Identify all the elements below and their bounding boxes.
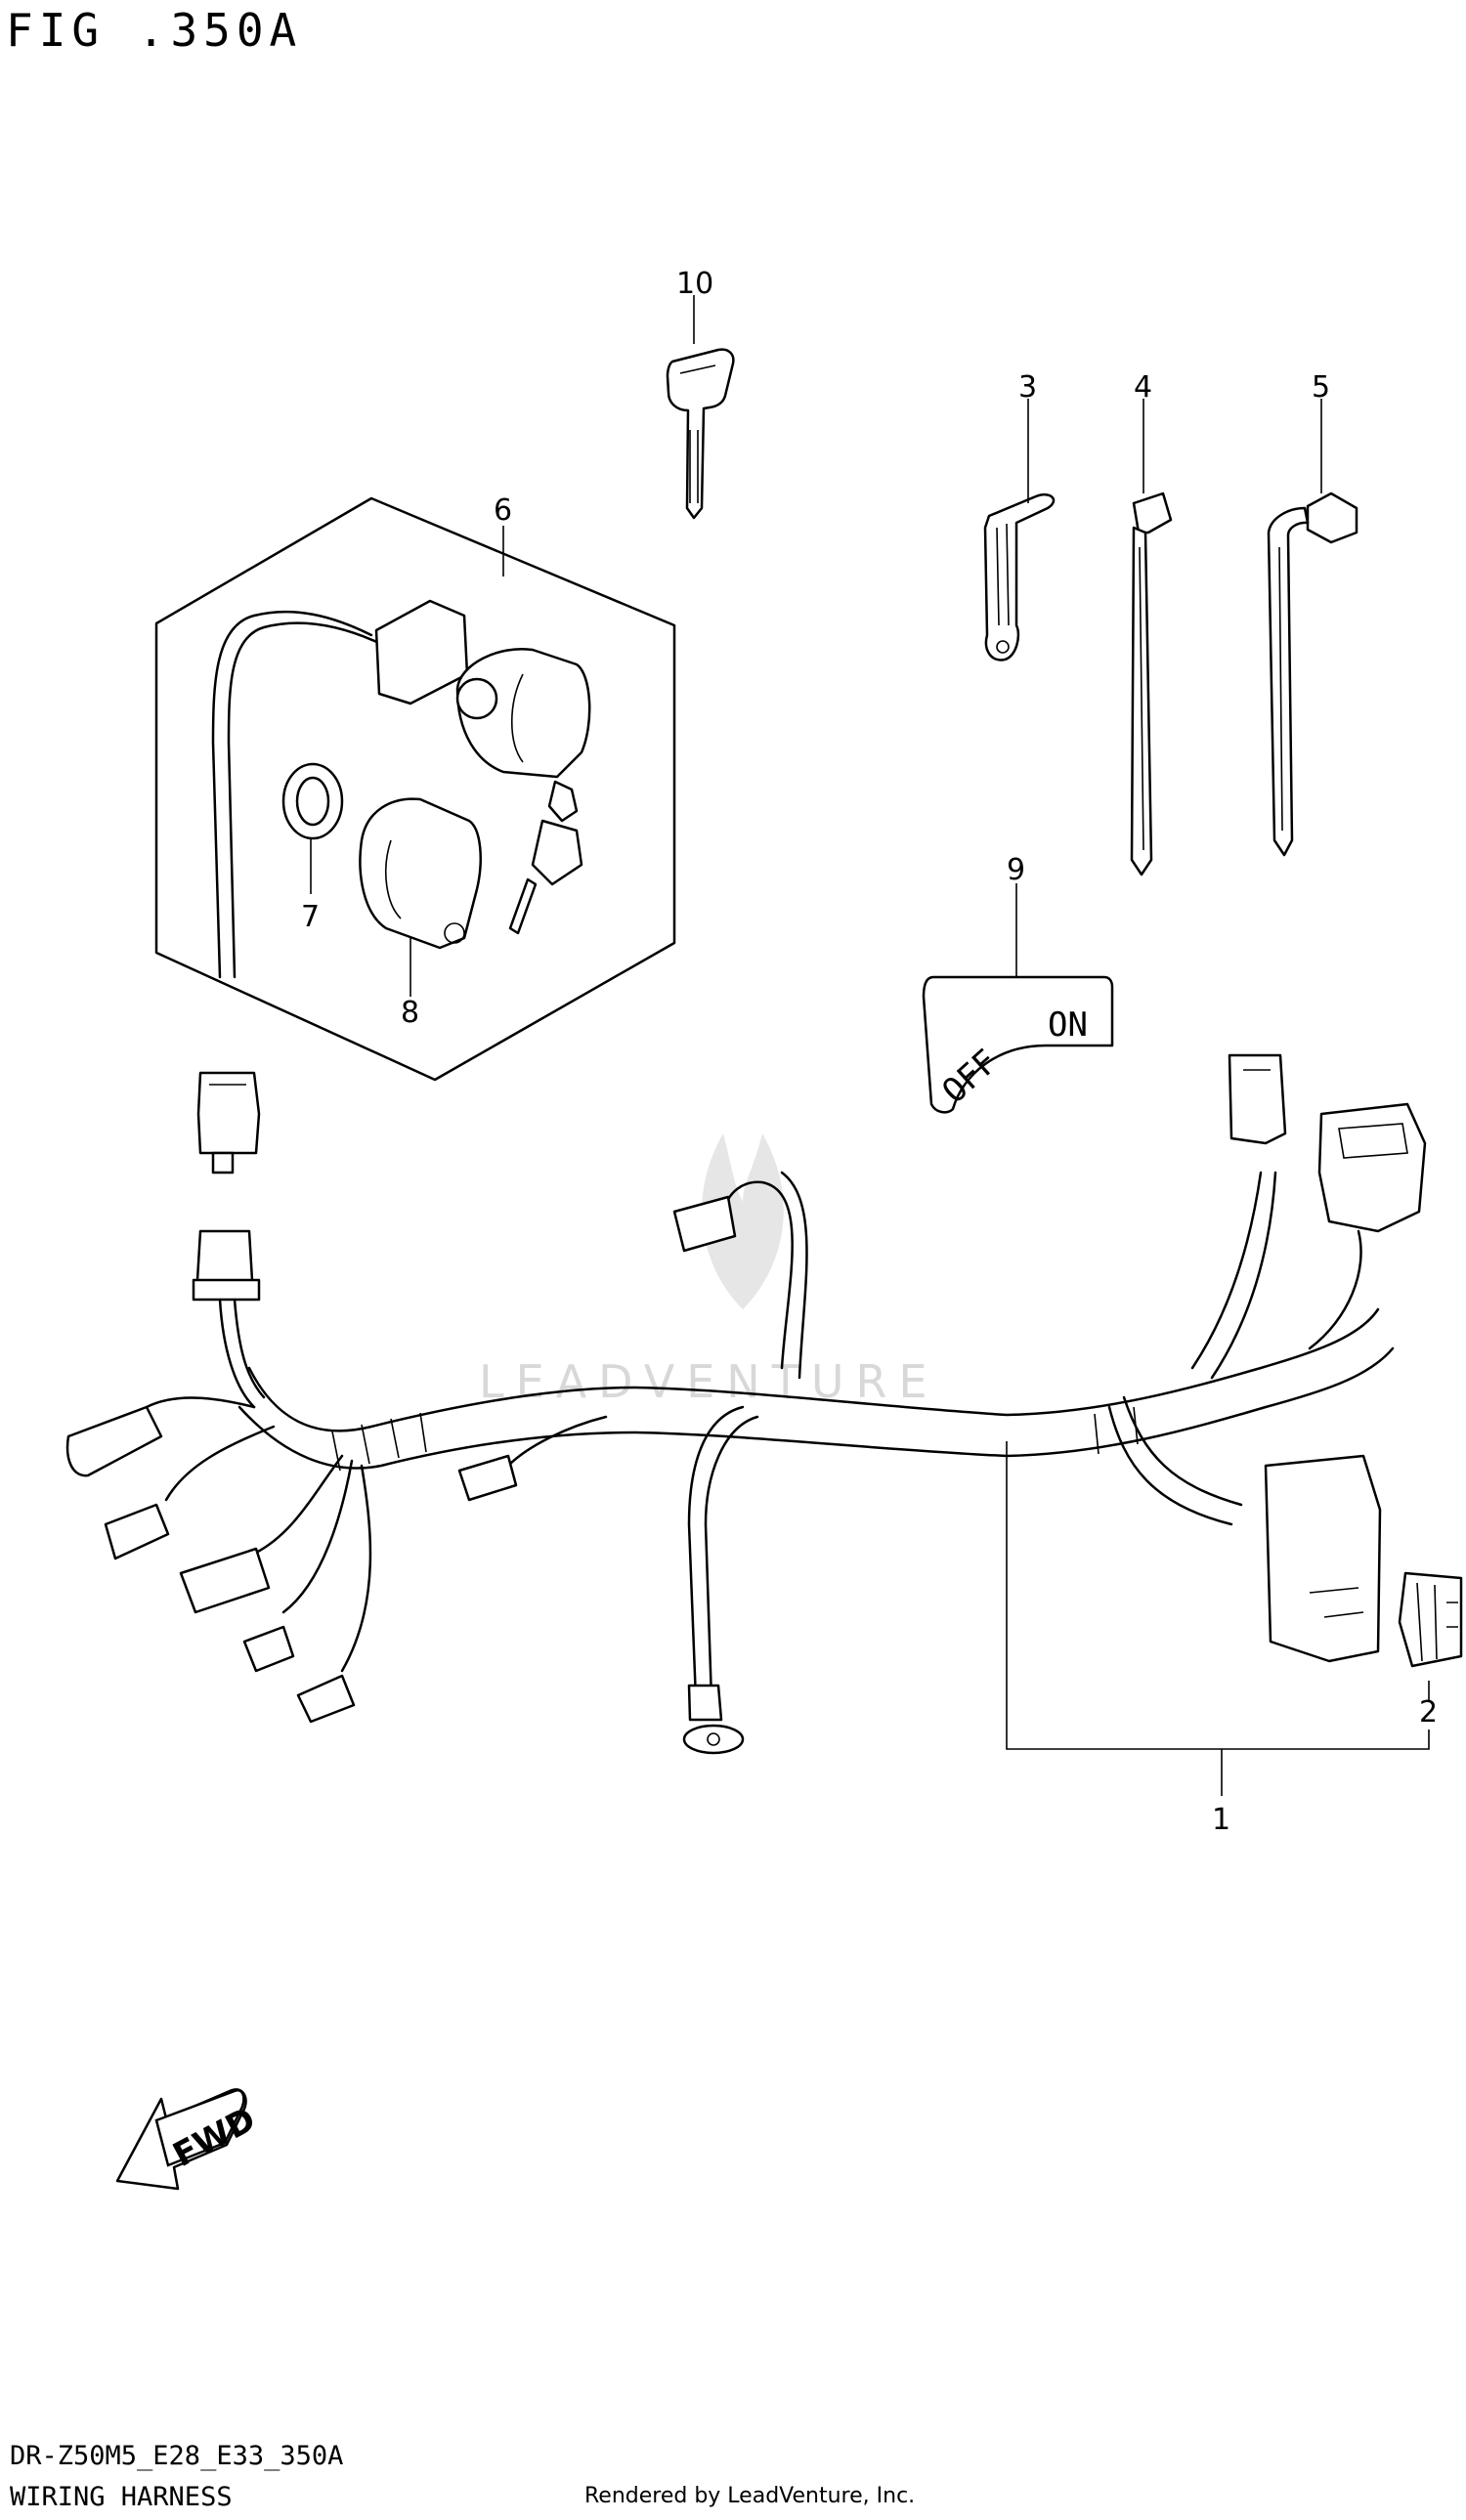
plate-on-label: ON xyxy=(1048,1005,1088,1045)
callout-8: 8 xyxy=(401,996,419,1030)
diagram-code: DR-Z50M5_E28_E33_350A xyxy=(10,2441,344,2471)
clamp-part-3 xyxy=(983,492,1056,662)
cover-part-8 xyxy=(359,797,482,950)
callout-4: 4 xyxy=(1134,370,1152,405)
render-credit: Rendered by LeadVenture, Inc. xyxy=(584,2484,916,2508)
callout-10: 10 xyxy=(676,267,713,301)
cable-tie-part-4 xyxy=(1130,491,1173,876)
watermark: LEADVENTURE xyxy=(479,1133,939,1408)
callout-5: 5 xyxy=(1312,370,1330,405)
callout-9: 9 xyxy=(1007,853,1025,887)
switch-plate-part-9: OFF ON xyxy=(922,975,1114,1114)
callout-6: 6 xyxy=(494,493,512,528)
figure-title: FIG .350A xyxy=(6,4,303,57)
ignition-switch-part-6 xyxy=(154,496,676,1175)
callout-1: 1 xyxy=(1212,1803,1230,1837)
forward-direction-arrow: FWD xyxy=(115,2088,262,2191)
diagram-name: WIRING HARNESS xyxy=(10,2482,233,2512)
callout-labels: 10 3 4 5 6 7 8 9 2 1 xyxy=(301,267,1438,1837)
watermark-text: LEADVENTURE xyxy=(479,1355,939,1408)
leader-lines xyxy=(310,295,1430,1796)
fuse-part-2 xyxy=(1398,1571,1463,1668)
callout-2: 2 xyxy=(1419,1695,1438,1730)
nut-part-7 xyxy=(281,762,344,840)
key-part-10 xyxy=(666,348,735,520)
callout-7: 7 xyxy=(301,900,320,934)
cable-tie-part-5 xyxy=(1267,491,1358,857)
wiring-harness-part-1 xyxy=(65,1053,1463,1755)
callout-3: 3 xyxy=(1018,370,1037,405)
